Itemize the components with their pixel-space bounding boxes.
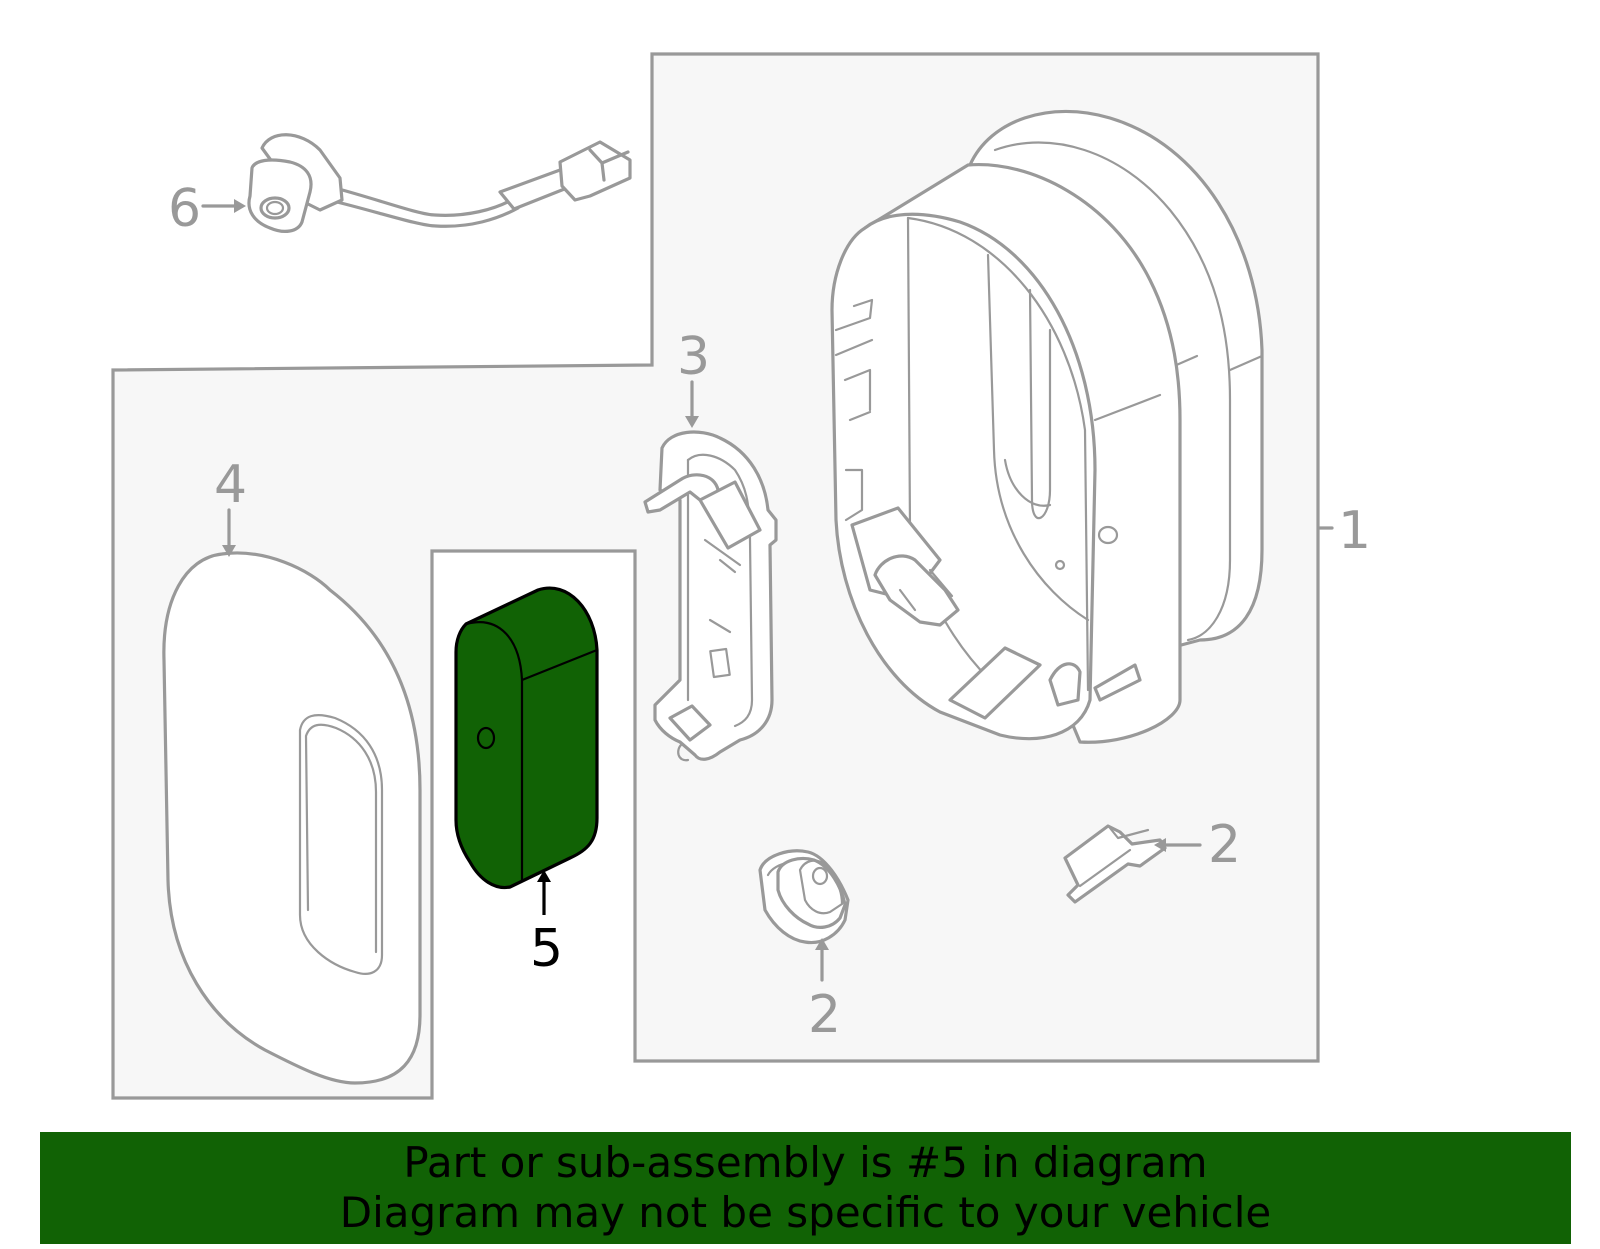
callout-part-6: 6 bbox=[168, 179, 201, 239]
part-3-bracket[interactable] bbox=[643, 380, 778, 762]
part-1-lamp-housing[interactable] bbox=[830, 109, 1334, 744]
info-banner: Part or sub-assembly is #5 in diagram Di… bbox=[40, 1132, 1571, 1244]
part-2-socket-lower[interactable] bbox=[758, 849, 850, 982]
callout-part-4: 4 bbox=[214, 455, 247, 515]
part-2-clip-upper[interactable] bbox=[1063, 824, 1202, 904]
callout-part-2-lower: 2 bbox=[808, 985, 841, 1045]
callout-part-3: 3 bbox=[677, 327, 710, 387]
banner-line-disclaimer: Diagram may not be specific to your vehi… bbox=[339, 1188, 1272, 1237]
callout-part-1: 1 bbox=[1338, 501, 1371, 561]
banner-line-part: Part or sub-assembly is #5 in diagram bbox=[403, 1138, 1208, 1187]
part-5-module-highlighted[interactable] bbox=[454, 586, 599, 915]
callout-part-2-upper: 2 bbox=[1208, 815, 1241, 875]
part-4-lens-cover[interactable] bbox=[162, 508, 422, 1085]
part-6-socket-harness[interactable] bbox=[201, 133, 632, 233]
callout-part-5: 5 bbox=[530, 919, 563, 979]
